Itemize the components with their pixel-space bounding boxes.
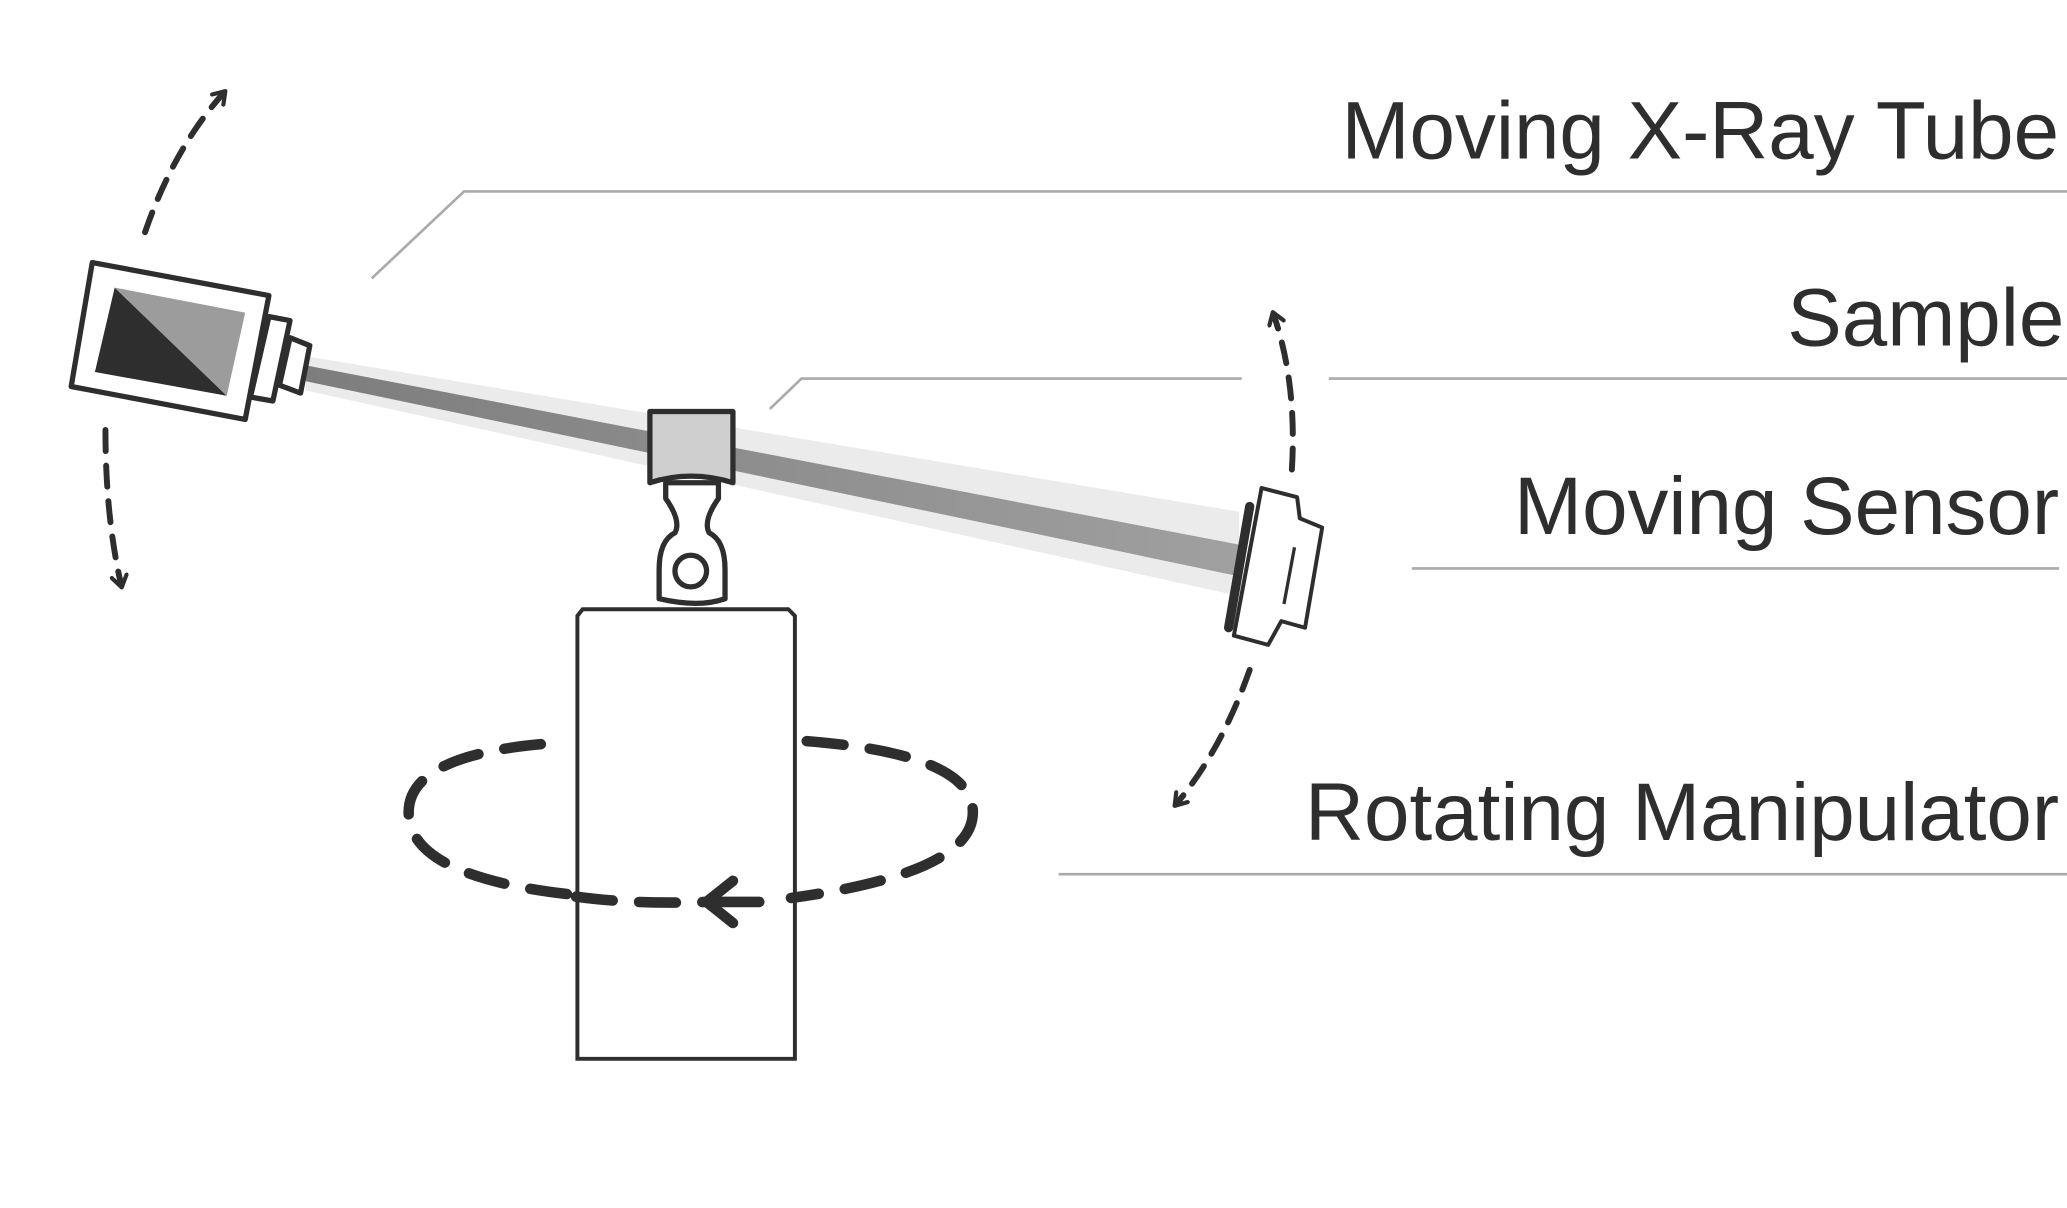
- rotation-arc-middle: [570, 891, 712, 908]
- xray-tube-arrow-up: [142, 93, 224, 236]
- xray-tube-neck: [247, 313, 293, 404]
- rotation-arc-bottom: [403, 737, 573, 900]
- manipulator-body: [575, 607, 797, 1061]
- sensor-detail-line: [1282, 547, 1297, 605]
- sensor-arrow-up: [1273, 314, 1296, 473]
- sample-leader-line-left: [768, 377, 1242, 410]
- rotation-indicator: [403, 735, 979, 908]
- label-manipulator: Rotating Manipulator: [1305, 767, 2059, 858]
- sensor-arrow-down: [1176, 666, 1253, 804]
- xray-beam: [305, 356, 1240, 597]
- xray-tube-arrow-down: [102, 427, 121, 586]
- xray-tube-window-light: [114, 287, 246, 396]
- sample-holder-pin: [672, 552, 710, 590]
- sample-icon: [647, 408, 736, 606]
- sensor-body: [1231, 486, 1325, 647]
- sensor-motion-arrows: [1176, 314, 1296, 804]
- xray-tube-window-dark: [94, 287, 227, 396]
- manipulator-icon: [575, 607, 797, 1061]
- sample-block: [647, 408, 736, 486]
- xray-tube-motion-arrows: [102, 93, 224, 586]
- label-sensor: Moving Sensor: [1514, 461, 2059, 552]
- labels: Moving X-Ray Tube Sample Moving Sensor R…: [1305, 85, 2064, 858]
- sensor-face: [1223, 501, 1255, 633]
- leader-lines: [370, 190, 2067, 876]
- xray-tube-leader-line: [370, 190, 2067, 280]
- xray-tube-icon: [68, 259, 313, 423]
- xray-tube-nozzle: [276, 335, 313, 396]
- label-xray-tube: Moving X-Ray Tube: [1341, 85, 2059, 176]
- sensor-icon: [1223, 486, 1325, 647]
- beam-core: [305, 365, 1240, 577]
- rotation-arc-right: [785, 735, 979, 904]
- label-sample: Sample: [1787, 273, 2064, 364]
